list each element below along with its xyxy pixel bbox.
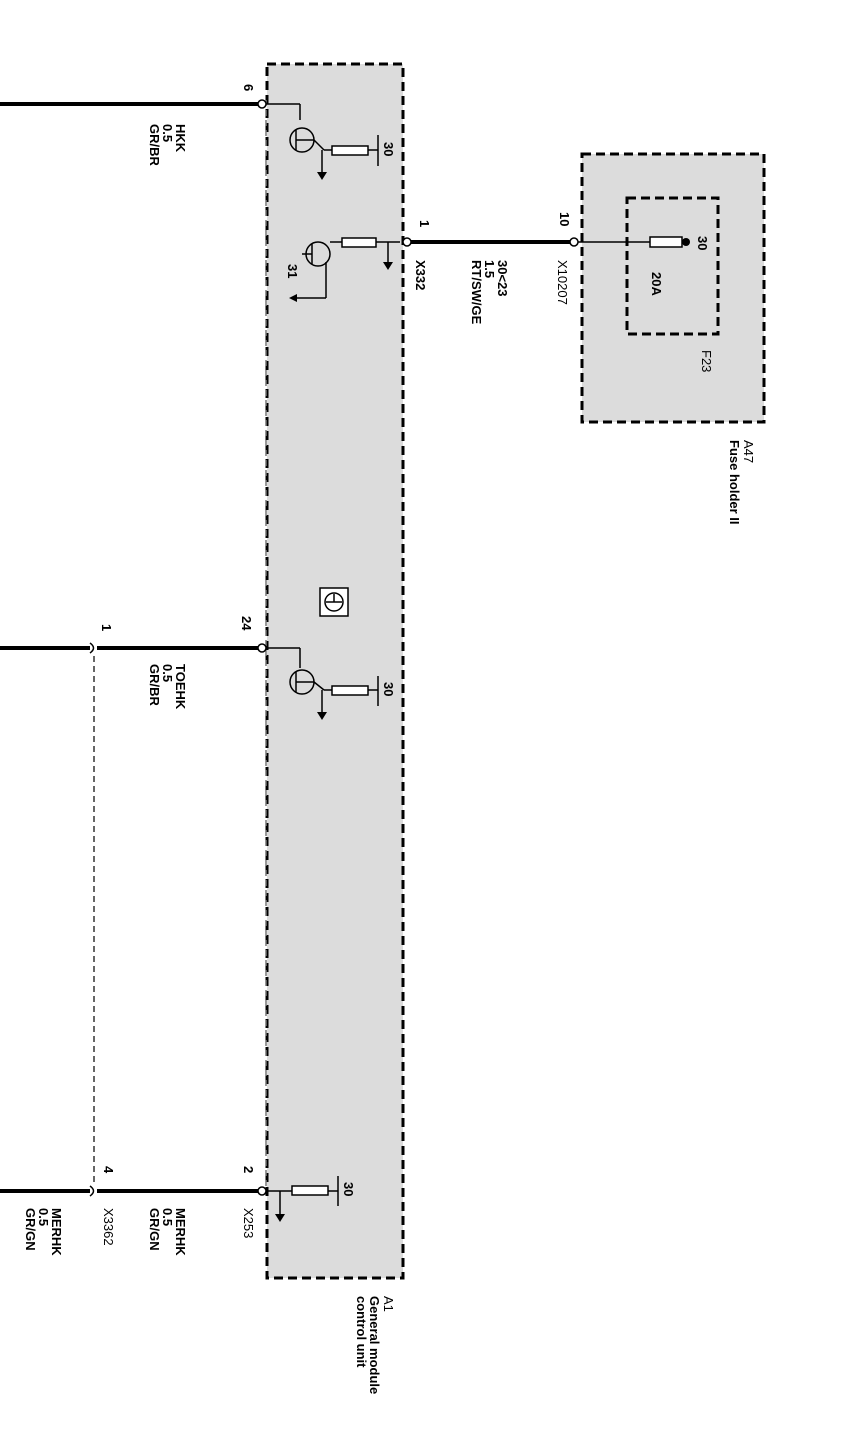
- general-module-box: [265, 62, 405, 1280]
- connector-pin-1-label: 1: [99, 624, 114, 631]
- hkk-size: 0.5: [160, 124, 175, 142]
- connector-x3362-pin1: [89, 642, 95, 654]
- merhk-signal: MERHK: [173, 1208, 188, 1256]
- fuse-holder-label: A47 Fuse holder II: [727, 440, 756, 525]
- merhk-color: GR/GN: [147, 1208, 162, 1251]
- gm-name-2: control unit: [354, 1296, 369, 1368]
- terminal-31: 31: [285, 264, 300, 278]
- feed-signal: 30<23: [495, 260, 510, 297]
- fuse-terminal-30: 30: [695, 236, 710, 250]
- transistor-feed: [289, 237, 400, 302]
- feed-size: 1.5: [482, 260, 497, 278]
- pin-2-label: 2: [241, 1166, 256, 1173]
- pin-6-label: 6: [241, 84, 256, 91]
- pin-6-connector: [257, 99, 267, 109]
- feed-color: RT/SW/GE: [469, 260, 484, 325]
- connector-x10207: X10207: [555, 260, 570, 305]
- gm-code: A1: [381, 1296, 396, 1312]
- label-hkk: HKK 0.5 GR/BR: [147, 124, 188, 167]
- label-merhk: MERHK 0.5 GR/GN: [147, 1208, 188, 1256]
- fuse-holder-box: [580, 152, 766, 424]
- label-merhk-out: MERHK 0.5 GR/GN: [23, 1208, 64, 1256]
- general-module-label: A1 General module control unit: [354, 1296, 396, 1394]
- merhk-pullup: [266, 1176, 339, 1222]
- pin-1-connector: [402, 237, 412, 247]
- toehk-size: 0.5: [160, 664, 175, 682]
- merhk-out-color: GR/GN: [23, 1208, 38, 1251]
- pin-10-label: 10: [557, 212, 572, 226]
- terminal-30-hkk: 30: [381, 142, 396, 156]
- merhk-out-size: 0.5: [36, 1208, 51, 1226]
- connector-x253: X253: [241, 1208, 256, 1238]
- hkk-signal: HKK: [173, 124, 188, 153]
- connector-x3362: X3362: [101, 1208, 116, 1246]
- transistor-hkk: [266, 103, 379, 180]
- toehk-color: GR/BR: [147, 664, 162, 707]
- pin-1-label: 1: [417, 220, 432, 227]
- hkk-color: GR/BR: [147, 124, 162, 167]
- connector-x3362-pin4: [89, 1185, 95, 1197]
- fuse-rating: 20A: [649, 272, 664, 296]
- terminal-30-toehk: 30: [381, 682, 396, 696]
- pin-24-connector: [257, 643, 267, 653]
- fuse-f23-box: [625, 196, 720, 336]
- label-toehk: TOEHK 0.5 GR/BR: [147, 664, 188, 710]
- connector-pin-4-label: 4: [101, 1166, 116, 1174]
- pin-24-label: 24: [239, 616, 254, 631]
- connector-x332: X332: [413, 260, 428, 290]
- fuse-holder-name: Fuse holder II: [727, 440, 742, 525]
- toehk-signal: TOEHK: [173, 664, 188, 710]
- gm-name-1: General module: [367, 1296, 382, 1394]
- terminal-30-merhk: 30: [341, 1182, 356, 1196]
- fuse-f23: [578, 236, 690, 248]
- merhk-size: 0.5: [160, 1208, 175, 1226]
- label-feed: 30<23 1.5 RT/SW/GE: [469, 260, 510, 325]
- fuse-f23-label: F23: [699, 350, 714, 372]
- pin-2-connector: [257, 1186, 267, 1196]
- merhk-out-signal: MERHK: [49, 1208, 64, 1256]
- fuse-holder-code: A47: [741, 440, 756, 463]
- pin-10-connector: [569, 237, 579, 247]
- transistor-toehk: [266, 647, 379, 720]
- control-unit-symbol: [319, 587, 349, 617]
